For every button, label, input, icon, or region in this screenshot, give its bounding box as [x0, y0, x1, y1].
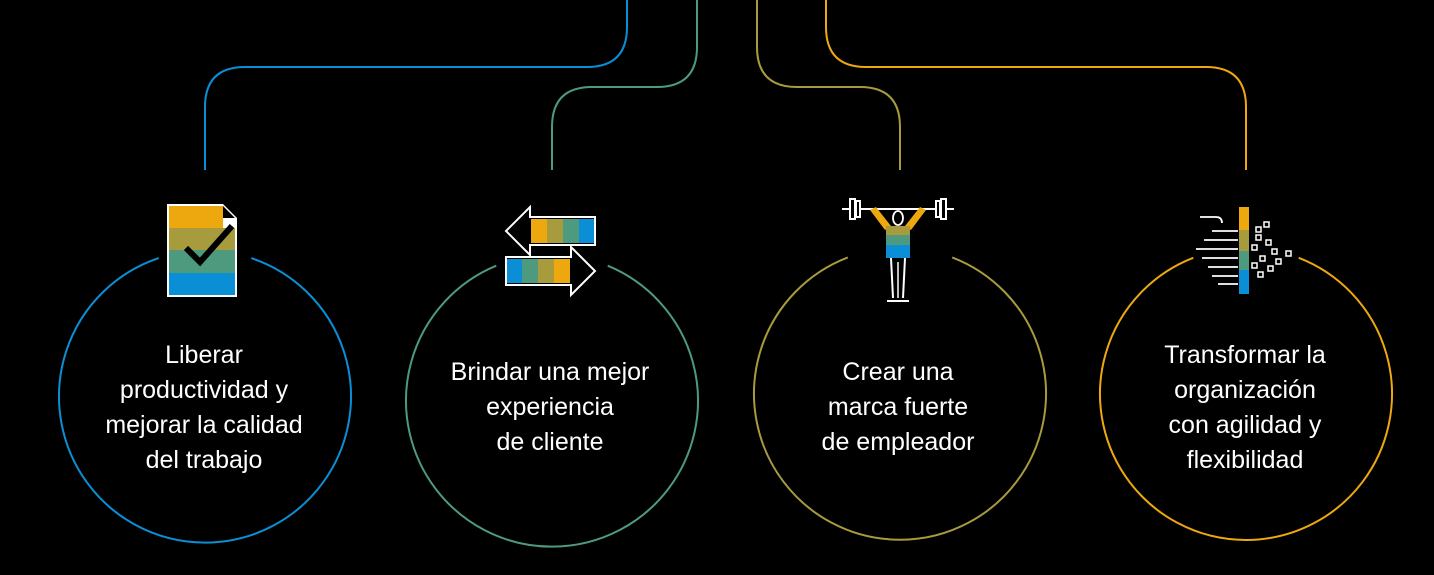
goal-circle-3	[753, 256, 1047, 541]
goal-label-line: Brindar una mejor	[450, 358, 650, 386]
goal-circle-1	[58, 257, 352, 544]
goal-label-line: marca fuerte	[827, 393, 969, 421]
goal-label-line: de empleador	[821, 428, 975, 456]
exchange-arrows-icon	[504, 204, 597, 298]
goal-label-line: con agilidad y	[1168, 411, 1322, 439]
goal-label-4: Transformar la organización con agilidad…	[1120, 338, 1370, 478]
goal-label-line: del trabajo	[145, 446, 263, 474]
connector-line-olive	[756, 0, 901, 170]
weightlifter-icon	[842, 198, 954, 302]
connector-line-teal	[551, 0, 698, 170]
goal-label-line: de cliente	[496, 428, 604, 456]
goal-circle-2	[405, 264, 699, 548]
goal-label-line: experiencia	[486, 393, 614, 421]
goal-label-line: Transformar la	[1164, 341, 1326, 369]
connector-line-blue	[204, 0, 628, 170]
goal-label-line: organización	[1174, 376, 1316, 404]
checklist-document-icon	[167, 204, 237, 297]
goal-label-line: productividad y	[119, 376, 289, 404]
agile-transformation-icon	[1196, 207, 1292, 294]
goal-label-1: Liberar productividad y mejorar la calid…	[79, 338, 329, 478]
goal-circle-4	[1099, 256, 1393, 541]
goal-label-3: Crear una marca fuerte de empleador	[773, 355, 1023, 460]
connector-line-gold	[825, 0, 1247, 170]
goal-label-line: flexibilidad	[1186, 446, 1304, 474]
goal-label-2: Brindar una mejor experiencia de cliente	[425, 355, 675, 460]
goal-label-line: mejorar la calidad	[105, 411, 303, 439]
goal-label-line: Liberar	[165, 341, 243, 369]
goal-label-line: Crear una	[842, 358, 954, 386]
